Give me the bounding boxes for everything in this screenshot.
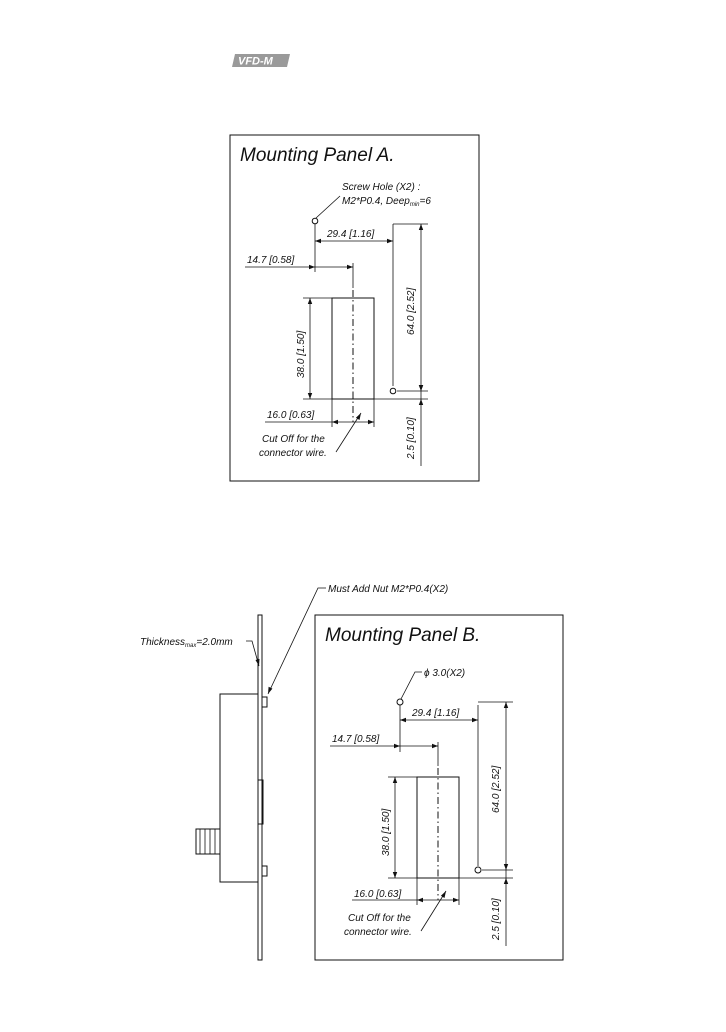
panel-a-dim-2-5: 2.5 [0.10] bbox=[406, 417, 417, 460]
upper-nut bbox=[261, 696, 268, 708]
panel-b-dim-29-4: 29.4 [1.16] bbox=[411, 708, 459, 719]
mounting-panel-a: Mounting Panel A. Screw Hole (X2) : M2*P… bbox=[229, 134, 480, 482]
panel-a-cutout bbox=[331, 297, 375, 400]
logo-text: VFD-M bbox=[238, 56, 274, 68]
panel-b-dim-2-5: 2.5 [0.10] bbox=[491, 898, 502, 941]
panel-a-cutoff-label-2: connector wire. bbox=[259, 448, 327, 459]
panel-b-hole-bottom bbox=[474, 866, 482, 874]
panel-a-title: Mounting Panel A. bbox=[240, 145, 395, 166]
panel-a-screw-leader bbox=[315, 195, 341, 219]
panel-a-screw-hole-label: Screw Hole (X2) : bbox=[342, 182, 421, 193]
vfd-m-logo: VFD-M bbox=[232, 54, 290, 68]
panel-a-screw-hole-bottom bbox=[389, 387, 397, 395]
panel-b-frame bbox=[314, 614, 564, 961]
panel-a-screw-hole-spec: M2*P0.4, Deepmin=6 bbox=[342, 196, 431, 208]
panel-a-screw-hole-top bbox=[311, 217, 319, 225]
panel-b-dim-16-0: 16.0 [0.63] bbox=[354, 889, 401, 900]
panel-b-dim-64-0: 64.0 [2.52] bbox=[491, 766, 502, 813]
panel-b-thickness-label: Thicknessmax=2.0mm bbox=[140, 637, 233, 649]
keypad-body-profile bbox=[219, 693, 259, 883]
panel-a-dim-64-0: 64.0 [2.52] bbox=[406, 288, 417, 335]
panel-b-side-profile bbox=[195, 614, 268, 961]
clip-profile bbox=[257, 779, 264, 825]
panel-b-title: Mounting Panel B. bbox=[325, 625, 480, 646]
panel-plate-profile bbox=[257, 614, 263, 961]
panel-b-cutoff-label-2: connector wire. bbox=[344, 927, 412, 938]
panel-a-frame bbox=[229, 134, 480, 482]
panel-a-dim-14-7: 14.7 [0.58] bbox=[247, 255, 294, 266]
mounting-panel-b: Must Add Nut M2*P0.4(X2) Thicknessmax=2.… bbox=[140, 584, 564, 961]
lower-nut bbox=[261, 865, 268, 877]
panel-a-dim-29-4: 29.4 [1.16] bbox=[326, 229, 374, 240]
connector-profile bbox=[195, 828, 221, 855]
panel-b-dim-38-0: 38.0 [1.50] bbox=[381, 809, 392, 856]
panel-a-dim-16-0: 16.0 [0.63] bbox=[267, 410, 314, 421]
panel-b-cutoff-label: Cut Off for the bbox=[348, 913, 411, 924]
panel-b-dim-14-7: 14.7 [0.58] bbox=[332, 734, 379, 745]
panel-b-hole-top bbox=[396, 698, 404, 706]
panel-a-dim-38-0: 38.0 [1.50] bbox=[296, 331, 307, 378]
panel-a-cutoff-label: Cut Off for the bbox=[262, 434, 325, 445]
panel-b-cutout bbox=[416, 776, 460, 879]
panel-b-hole-label: ϕ 3.0(X2) bbox=[424, 668, 465, 679]
panel-b-nut-label: Must Add Nut M2*P0.4(X2) bbox=[328, 584, 448, 595]
